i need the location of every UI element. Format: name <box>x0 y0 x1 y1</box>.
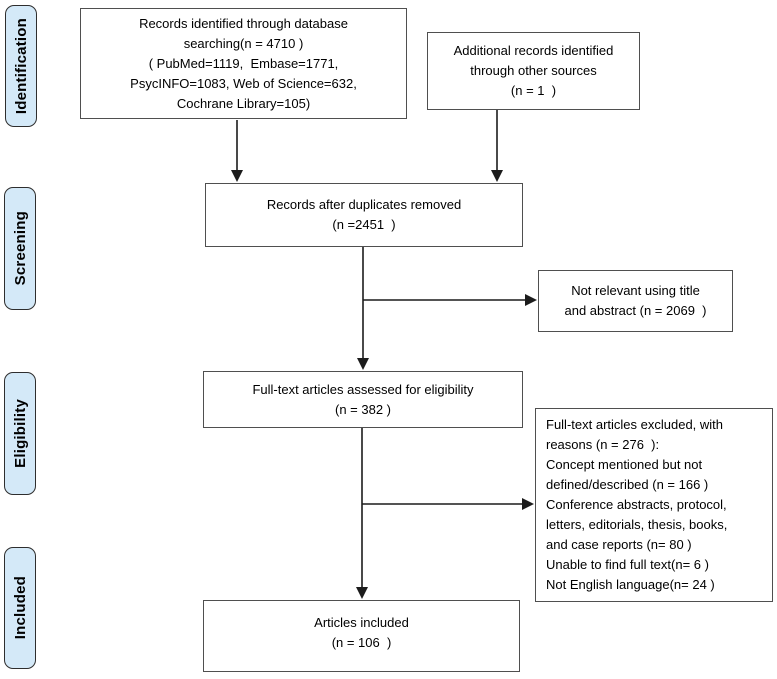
box-line: and abstract (n = 2069 ) <box>564 303 707 318</box>
box-line: Additional records identified <box>453 43 614 58</box>
box-line: reasons (n = 276 ): <box>546 437 660 452</box>
stage-tab-screening: Screening <box>4 187 36 310</box>
box-not-relevant: Not relevant using title and abstract (n… <box>538 270 733 332</box>
box-line: (n =2451 ) <box>332 217 396 232</box>
box-line: Not relevant using title <box>571 283 700 298</box>
box-line: Articles included <box>314 615 409 630</box>
box-line: Not English language(n= 24 ) <box>546 577 715 592</box>
box-line: (n = 382 ) <box>334 401 391 417</box>
box-line: Cochrane Library=105) <box>176 95 311 111</box>
box-line: ( PubMed=1119, Embase=1771, <box>148 55 339 71</box>
box-articles-included: Articles included (n = 106 ) <box>203 600 520 672</box>
box-line: defined/described (n = 166 ) <box>546 477 709 492</box>
stage-label-eligibility: Eligibility <box>11 399 29 468</box>
box-fulltext-excluded: Full-text articles excluded, with reason… <box>535 408 773 602</box>
box-line: Unable to find full text(n= 6 ) <box>546 557 709 572</box>
stage-tab-eligibility: Eligibility <box>4 372 36 495</box>
box-line: Records identified through database <box>139 15 348 31</box>
stage-label-screening: Screening <box>11 211 29 286</box>
box-line: Conference abstracts, protocol, <box>546 497 727 512</box>
box-line: (n = 1 ) <box>510 83 557 98</box>
box-line: and case reports (n= 80 ) <box>546 537 692 552</box>
box-duplicates-removed: Records after duplicates removed (n =245… <box>205 183 523 247</box>
box-fulltext-assessed: Full-text articles assessed for eligibil… <box>203 371 523 428</box>
box-line: through other sources <box>470 63 597 78</box>
stage-tab-identification: Identification <box>5 5 37 127</box>
box-line: PsycINFO=1083, Web of Science=632, <box>130 75 357 91</box>
stage-label-identification: Identification <box>12 17 30 115</box>
box-line: letters, editorials, thesis, books, <box>546 517 728 532</box>
box-line: Full-text articles excluded, with <box>546 417 724 432</box>
box-line: (n = 106 ) <box>331 635 392 650</box>
box-line: Records after duplicates removed <box>266 197 462 212</box>
stage-label-included: Included <box>11 576 29 640</box>
box-records-identified: Records identified through database sear… <box>80 8 407 119</box>
stage-tab-included: Included <box>4 547 36 669</box>
box-line: Full-text articles assessed for eligibil… <box>252 381 474 397</box>
box-line: Concept mentioned but not <box>546 457 703 472</box>
box-line: searching(n = 4710 ) <box>183 35 304 51</box>
box-additional-records: Additional records identified through ot… <box>427 32 640 110</box>
